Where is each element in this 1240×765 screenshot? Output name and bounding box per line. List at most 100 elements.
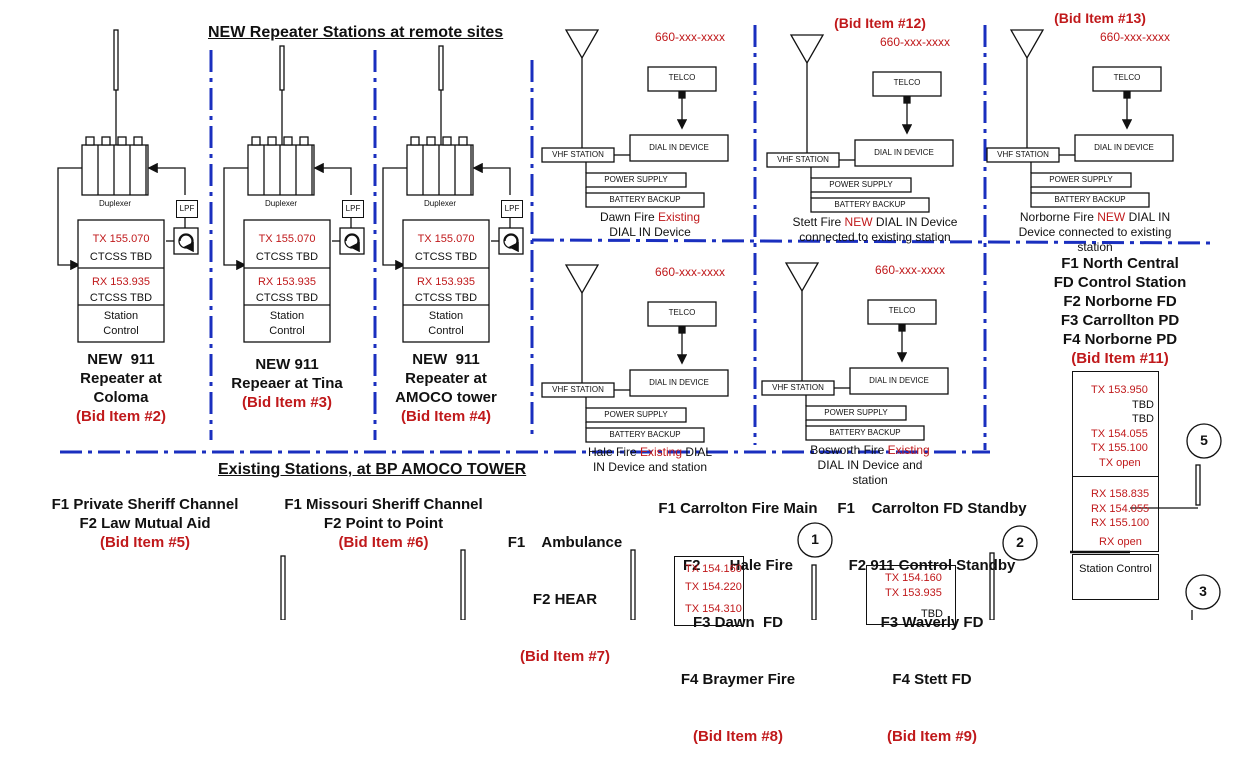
phone-number: 660-xxx-xxxx bbox=[654, 30, 725, 44]
dial-caption-line: Dawn Fire Existing bbox=[550, 210, 750, 225]
vhf-station: VHF STATION bbox=[772, 383, 824, 392]
diagram-lines bbox=[57, 25, 1222, 620]
tx-freq: TX 155.070 bbox=[92, 233, 150, 245]
power-supply: POWER SUPPLY bbox=[1049, 175, 1113, 184]
tx-tone: CTCSS TBD bbox=[414, 251, 478, 263]
dial-caption-line: Stett Fire NEW DIAL IN Device bbox=[775, 215, 975, 230]
dial-caption-line: Hale Fire Existing DIAL bbox=[550, 445, 750, 460]
control-station-title: F1 North Central FD Control Station F2 N… bbox=[1030, 254, 1210, 368]
dial-caption-line: DIAL IN Device and bbox=[817, 458, 923, 472]
caption-text: Dawn Fire bbox=[599, 210, 658, 224]
existing-bid: (Bid Item #7) bbox=[519, 648, 610, 665]
dial-caption-line: IN Device and station bbox=[592, 460, 708, 474]
caption-text: Hale Fire bbox=[587, 445, 640, 459]
existing-line: F2 HEAR bbox=[532, 591, 598, 608]
duplexer-label: Duplexer bbox=[98, 199, 131, 208]
caption-status: NEW bbox=[1097, 210, 1126, 224]
dial-bid: (Bid Item #13) bbox=[1054, 10, 1146, 26]
dial-in-device: DIAL IN DEVICE bbox=[874, 148, 934, 157]
freq: TX 153.935 bbox=[885, 587, 942, 599]
caption-text: DIAL IN Device bbox=[872, 215, 958, 229]
freq: TBD bbox=[921, 608, 943, 620]
marker-2: 2 bbox=[1016, 534, 1024, 550]
rx-tone: CTCSS TBD bbox=[89, 292, 153, 304]
battery-backup: BATTERY BACKUP bbox=[609, 195, 681, 204]
tx-freq: TX 155.100 bbox=[1091, 442, 1148, 454]
repeater-bid: (Bid Item #4) bbox=[400, 408, 491, 425]
tx-tone: CTCSS TBD bbox=[255, 251, 319, 263]
battery-backup: BATTERY BACKUP bbox=[834, 200, 906, 209]
dial-in-device: DIAL IN DEVICE bbox=[1094, 143, 1154, 152]
vhf-station: VHF STATION bbox=[777, 155, 829, 164]
existing-station-6: F1 Missouri Sheriff Channel F2 Point to … bbox=[276, 495, 491, 552]
vhf-station: VHF STATION bbox=[552, 150, 604, 159]
tx-freq: TBD bbox=[1132, 398, 1154, 411]
caption-text: DIAL bbox=[682, 445, 713, 459]
repeater-title-line: Repeater at bbox=[405, 370, 487, 387]
tx-freq: TX 153.950 bbox=[1091, 384, 1148, 396]
power-supply: POWER SUPPLY bbox=[604, 175, 668, 184]
caption-text: Stett Fire bbox=[792, 215, 845, 229]
caption-text: DIAL IN bbox=[1125, 210, 1171, 224]
phone-number: 660-xxx-xxxx bbox=[1099, 30, 1170, 44]
rx-freq: RX open bbox=[1099, 535, 1142, 548]
repeater-title-line: Repeaer at Tina bbox=[231, 375, 343, 392]
existing-line: F2 Law Mutual Aid bbox=[79, 515, 211, 532]
dial-caption-line: station bbox=[852, 473, 888, 487]
marker-1: 1 bbox=[811, 531, 819, 547]
existing-stations-heading: Existing Stations, at BP AMOCO TOWER bbox=[218, 461, 527, 478]
caption-status: NEW bbox=[844, 215, 873, 229]
dial-caption-line: DIAL IN Device bbox=[609, 225, 691, 239]
dial-in-device: DIAL IN DEVICE bbox=[649, 143, 709, 152]
existing-line: F4 Stett FD bbox=[892, 671, 972, 688]
battery-backup: BATTERY BACKUP bbox=[829, 428, 901, 437]
existing-bid: (Bid Item #5) bbox=[99, 534, 190, 551]
lpf-box: LPF bbox=[342, 200, 364, 218]
duplexer-label: Duplexer bbox=[423, 199, 456, 208]
existing-bid: (Bid Item #8) bbox=[692, 728, 783, 745]
telco-box: TELCO bbox=[668, 73, 696, 82]
repeater-title-line: NEW 911 bbox=[412, 351, 480, 368]
phone-number: 660-xxx-xxxx bbox=[874, 263, 945, 277]
caption-status: Existing bbox=[657, 210, 701, 224]
repeater-bid: (Bid Item #3) bbox=[241, 394, 332, 411]
repeater-title-line: Repeater at bbox=[80, 370, 162, 387]
existing-8-freq-box: TX 154.160 TX 154.220 TX 154.310 bbox=[674, 556, 744, 626]
caption-text: Bosworth Fire bbox=[810, 443, 888, 457]
existing-line: F1 Missouri Sheriff Channel bbox=[284, 496, 483, 513]
phone-number: 660-xxx-xxxx bbox=[879, 35, 950, 49]
repeater-title-line: NEW 911 bbox=[255, 356, 319, 373]
dial-in-device: DIAL IN DEVICE bbox=[649, 378, 709, 387]
caption-status: Existing bbox=[887, 443, 930, 457]
station-control: Station Control bbox=[269, 310, 305, 337]
dial-caption-line: connected to existing station bbox=[799, 230, 951, 244]
dial-caption-line: station bbox=[1077, 240, 1113, 254]
tx-freq: TX 155.070 bbox=[258, 233, 316, 245]
caption-text: Norborne Fire bbox=[1019, 210, 1098, 224]
existing-bid: (Bid Item #6) bbox=[338, 534, 429, 551]
vhf-station: VHF STATION bbox=[552, 385, 604, 394]
control-label: Station Control bbox=[1079, 563, 1152, 575]
existing-line: F1 Ambulance bbox=[507, 534, 623, 551]
repeater-title-line: Coloma bbox=[93, 389, 149, 406]
dial-caption-line: Device connected to existing bbox=[1018, 225, 1172, 239]
repeater-title-line: AMOCO tower bbox=[395, 389, 497, 406]
existing-line: F1 Carrolton FD Standby bbox=[837, 500, 1027, 517]
repeater-bid: (Bid Item #2) bbox=[75, 408, 166, 425]
existing-station-7: F1 Ambulance F2 HEAR (Bid Item #7) bbox=[500, 495, 630, 685]
telco-box: TELCO bbox=[893, 78, 921, 87]
phone-number: 660-xxx-xxxx bbox=[654, 265, 725, 279]
dial-in-device: DIAL IN DEVICE bbox=[869, 376, 929, 385]
tx-freq: TX open bbox=[1099, 456, 1141, 469]
tx-freq: TX 155.070 bbox=[417, 233, 475, 245]
freq: TX 154.220 bbox=[685, 581, 742, 593]
dial-caption-line: Norborne Fire NEW DIAL IN bbox=[995, 210, 1195, 225]
existing-line: F2 Hale Fire bbox=[682, 557, 794, 574]
dial-caption-line: Bosworth Fire Existing bbox=[770, 443, 970, 458]
control-station-control-box: Station Control bbox=[1072, 554, 1159, 600]
